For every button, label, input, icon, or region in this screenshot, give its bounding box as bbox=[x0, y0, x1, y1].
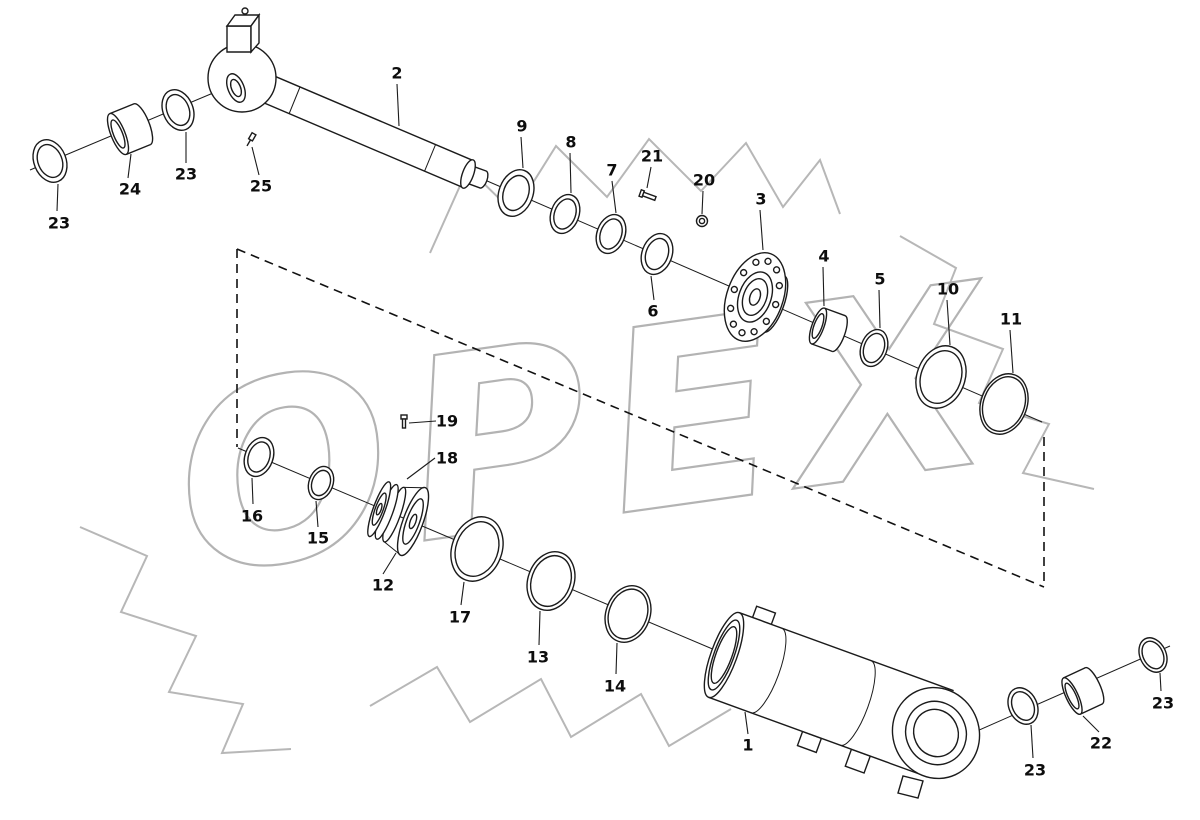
part-label-24: 24 bbox=[118, 179, 142, 199]
watermark-zigzag-bottom-mid bbox=[369, 665, 732, 748]
part-20-plug bbox=[695, 214, 709, 228]
part-label-8: 8 bbox=[565, 132, 577, 152]
part-24-bushing bbox=[106, 102, 154, 156]
part-label-23-bottom: 23 bbox=[1023, 760, 1047, 780]
part-10-ring bbox=[915, 345, 967, 409]
part-label-10: 10 bbox=[936, 279, 960, 299]
part-2-rod-assembly bbox=[207, 7, 489, 189]
part-23-oring-far-left bbox=[32, 139, 68, 183]
part-label-12: 12 bbox=[371, 575, 395, 595]
part-label-6: 6 bbox=[647, 301, 659, 321]
part-label-13: 13 bbox=[526, 647, 550, 667]
part-label-5: 5 bbox=[874, 269, 886, 289]
part-label-20: 20 bbox=[692, 170, 716, 190]
part-9-ring bbox=[497, 169, 535, 217]
watermark-zigzag-bottom-left bbox=[79, 526, 292, 755]
leader-lines bbox=[56, 83, 1162, 759]
watermark: OPEX bbox=[79, 137, 1095, 755]
part-label-25: 25 bbox=[249, 176, 273, 196]
part-11-ring bbox=[979, 373, 1029, 435]
part-label-16: 16 bbox=[240, 506, 264, 526]
part-17-ring bbox=[450, 516, 504, 582]
part-label-19: 19 bbox=[435, 411, 459, 431]
part-label-1: 1 bbox=[742, 735, 754, 755]
part-25-fitting bbox=[246, 131, 257, 147]
part-label-3: 3 bbox=[755, 189, 767, 209]
part-label-2: 2 bbox=[391, 63, 403, 83]
part-label-23-left: 23 bbox=[174, 164, 198, 184]
part-15-oring bbox=[307, 465, 335, 501]
part-label-11: 11 bbox=[999, 309, 1023, 329]
part-label-23-far-right: 23 bbox=[1151, 693, 1175, 713]
part-12-piston bbox=[367, 481, 430, 557]
part-label-14: 14 bbox=[603, 676, 627, 696]
part-label-17: 17 bbox=[448, 607, 472, 627]
part-4-bushing bbox=[808, 307, 848, 353]
part-5-oring bbox=[859, 328, 889, 368]
part-label-4: 4 bbox=[818, 246, 830, 266]
part-22-bushing bbox=[1061, 666, 1105, 716]
part-13-ring bbox=[526, 551, 576, 611]
part-label-9: 9 bbox=[516, 116, 528, 136]
part-label-18: 18 bbox=[435, 448, 459, 468]
watermark-text: OPEX bbox=[159, 228, 1023, 632]
centerline-dashed bbox=[236, 248, 1045, 588]
part-1-cylinder-tube bbox=[703, 605, 981, 799]
part-23-oring-bottom bbox=[1007, 687, 1039, 725]
part-7-ring bbox=[595, 213, 627, 255]
part-label-21: 21 bbox=[640, 146, 664, 166]
part-6-ring bbox=[640, 232, 674, 276]
part-label-23-far-left: 23 bbox=[47, 213, 71, 233]
part-23-oring-left bbox=[161, 89, 195, 131]
part-19-screw bbox=[400, 414, 408, 429]
part-label-15: 15 bbox=[306, 528, 330, 548]
part-21-screw bbox=[638, 188, 657, 202]
watermark-zigzag-right bbox=[899, 235, 1095, 490]
part-8-ring bbox=[549, 193, 581, 235]
part-3-gland bbox=[723, 252, 789, 342]
part-23-oring-far-right bbox=[1138, 637, 1168, 673]
part-label-7: 7 bbox=[606, 160, 618, 180]
part-label-22: 22 bbox=[1089, 733, 1113, 753]
part-16-oring bbox=[243, 436, 275, 478]
watermark-zigzag-top bbox=[429, 137, 841, 254]
cylinder-head-bore bbox=[891, 686, 981, 780]
part-14-ring bbox=[604, 585, 652, 643]
